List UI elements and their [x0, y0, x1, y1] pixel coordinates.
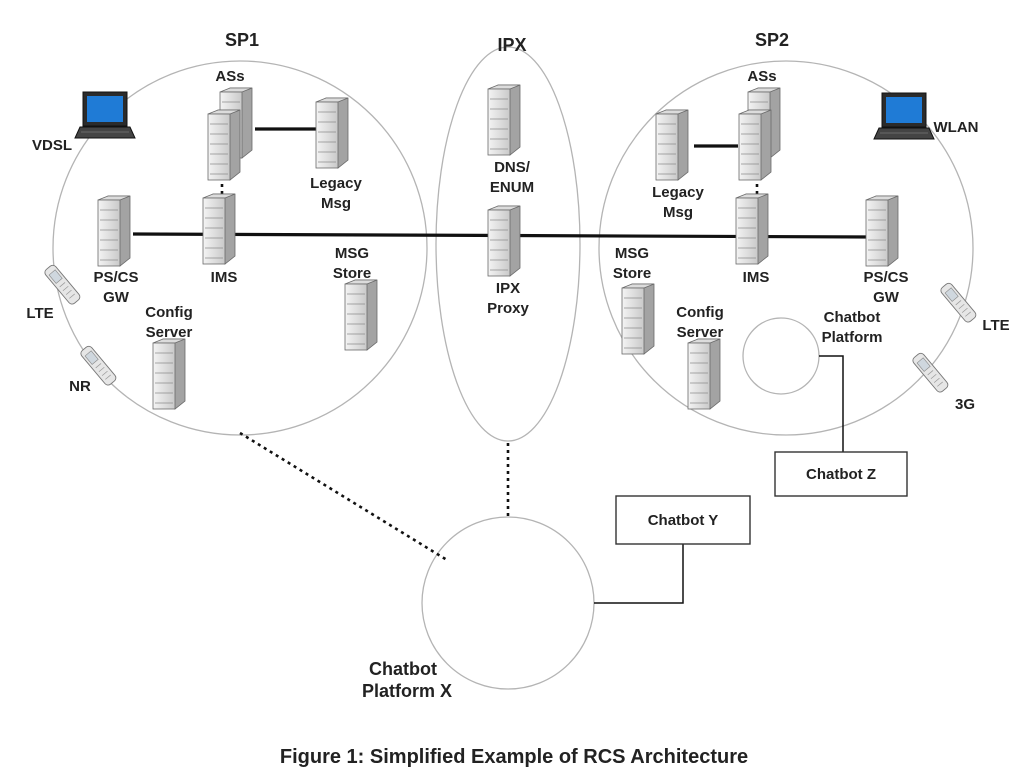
- ipx-zone-outline: [435, 46, 581, 442]
- sp1-ps-cs-gw-label-line2: GW: [103, 289, 130, 306]
- vdsl-label: VDSL: [32, 137, 72, 154]
- sp2-zone-outline: [598, 60, 974, 436]
- platform-x-to-chatbot-y-link: [594, 544, 684, 604]
- sp2-msg-store-label-line1: MSG: [615, 245, 649, 262]
- dns-enum-label-line1: DNS/: [494, 159, 531, 176]
- lte-phone-icon: [938, 281, 978, 325]
- figure-caption: Figure 1: Simplified Example of RCS Arch…: [280, 746, 748, 768]
- sp1-msg-store-server-icon: [344, 279, 378, 351]
- ipx-dns-enum-server-icon: [487, 84, 521, 156]
- sp1-title: SP1: [225, 30, 259, 50]
- sp1-ass-server-icon: [207, 109, 241, 181]
- sp2-msg-store-server-icon: [621, 283, 655, 355]
- sp1-legacy-msg-server-icon: [315, 97, 349, 169]
- ipx-title: IPX: [497, 35, 526, 55]
- sp1-ps-cs-gw-server-icon: [97, 195, 131, 267]
- sp1-msg-store-label-line2: Store: [333, 265, 371, 282]
- sp2-config-server-label-line2: Server: [677, 324, 724, 341]
- chatbot-y-box: [615, 495, 751, 545]
- 3g-phone-icon: [910, 351, 950, 395]
- sp1-to-platform-x-link: [239, 431, 448, 562]
- sp1-legacy-msg-label-line2: Msg: [321, 195, 351, 212]
- sp2-ass-server-icon: [738, 109, 772, 181]
- sp1-config-server-icon: [152, 338, 186, 410]
- sp1-config-server-label-line1: Config: [145, 304, 192, 321]
- sp1-ass-label: ASs: [215, 68, 244, 85]
- nr-label: NR: [69, 378, 91, 395]
- lte-phone-icon: [42, 263, 82, 307]
- sp2-legacy-msg-label-line2: Msg: [663, 204, 693, 221]
- sp2-chatbot-platform-label-line1: Chatbot: [824, 309, 881, 326]
- sp1-lte-label: LTE: [26, 305, 53, 322]
- sp2-ps-cs-gw-label-line2: GW: [873, 289, 900, 306]
- sp2-lte-label: LTE: [982, 317, 1009, 334]
- ipx-proxy-server-icon: [487, 205, 521, 277]
- chatbot-z-label: Chatbot Z: [806, 466, 876, 483]
- chatbot-platform-x-label-line1: Chatbot: [369, 659, 437, 679]
- wlan-label: WLAN: [934, 119, 979, 136]
- sp2-config-server-label-line1: Config: [676, 304, 723, 321]
- sp1-zone-outline: [52, 60, 428, 436]
- sp2-legacy-msg-server-icon: [655, 109, 689, 181]
- sp1-ims-label: IMS: [211, 269, 238, 286]
- chatbot-platform-x-label-line2: Platform X: [362, 681, 452, 701]
- sp1-legacy-msg-label-line1: Legacy: [310, 175, 362, 192]
- sp2-ims-server-icon: [735, 193, 769, 265]
- wlan-laptop-icon: [873, 92, 935, 140]
- dns-enum-label-line2: ENUM: [490, 179, 534, 196]
- 3g-label: 3G: [955, 396, 975, 413]
- sp2-chatbot-platform-label-line2: Platform: [822, 329, 883, 346]
- ipx-proxy-label-line1: IPX: [496, 280, 520, 297]
- sp2-chatbot-platform-circle: [742, 317, 820, 395]
- sp2-config-server-icon: [687, 338, 721, 410]
- sp2-legacy-msg-label-line1: Legacy: [652, 184, 704, 201]
- sp2-ps-cs-gw-label-line1: PS/CS: [863, 269, 908, 286]
- sp1-msg-store-label-line1: MSG: [335, 245, 369, 262]
- sp2-ass-label: ASs: [747, 68, 776, 85]
- sp2-ims-label: IMS: [743, 269, 770, 286]
- sp2-msg-store-label-line2: Store: [613, 265, 651, 282]
- sp1-config-server-label-line2: Server: [146, 324, 193, 341]
- chatbot-platform-x-circle: [421, 516, 595, 690]
- platform-to-chatbot-z-link: [819, 355, 844, 452]
- chatbot-y-label: Chatbot Y: [648, 512, 719, 529]
- sp1-ps-cs-gw-label-line1: PS/CS: [93, 269, 138, 286]
- chatbot-z-box: [774, 451, 908, 497]
- sp1-ims-server-icon: [202, 193, 236, 265]
- vdsl-laptop-icon: [74, 91, 136, 139]
- ipx-proxy-label-line2: Proxy: [487, 300, 529, 317]
- sp2-title: SP2: [755, 30, 789, 50]
- sp2-ps-cs-gw-server-icon: [865, 195, 899, 267]
